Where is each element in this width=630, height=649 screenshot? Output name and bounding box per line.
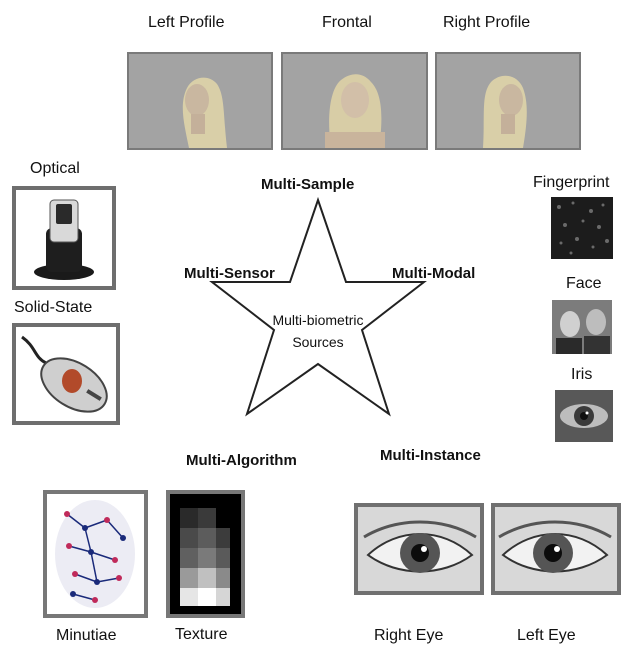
texture-label: Texture — [175, 626, 227, 644]
star-center-line2: Sources — [270, 334, 366, 350]
solid-state-sensor-image — [12, 323, 120, 425]
multi-modal-label: Multi-Modal — [392, 265, 475, 282]
fingerprint-label: Fingerprint — [533, 174, 609, 192]
minutiae-image — [43, 490, 148, 618]
optical-label: Optical — [30, 160, 80, 178]
texture-image — [166, 490, 245, 618]
right-eye-label: Right Eye — [374, 627, 443, 645]
iris-label: Iris — [571, 366, 592, 384]
iris-image — [555, 390, 613, 442]
star-shape — [212, 200, 424, 414]
multi-instance-label: Multi-Instance — [380, 447, 481, 464]
left-eye-label: Left Eye — [517, 627, 576, 645]
face-label: Face — [566, 275, 602, 293]
left-eye-image — [491, 503, 621, 595]
multi-algorithm-label: Multi-Algorithm — [186, 452, 297, 469]
solid-state-label: Solid-State — [14, 299, 92, 317]
minutiae-label: Minutiae — [56, 627, 116, 645]
multi-sample-label: Multi-Sample — [261, 176, 354, 193]
multi-sensor-label: Multi-Sensor — [184, 265, 275, 282]
star-center-line1: Multi-biometric — [270, 312, 366, 328]
fingerprint-image — [551, 197, 613, 259]
right-eye-image — [354, 503, 484, 595]
face-modality-image — [552, 300, 612, 354]
optical-sensor-image — [12, 186, 116, 290]
